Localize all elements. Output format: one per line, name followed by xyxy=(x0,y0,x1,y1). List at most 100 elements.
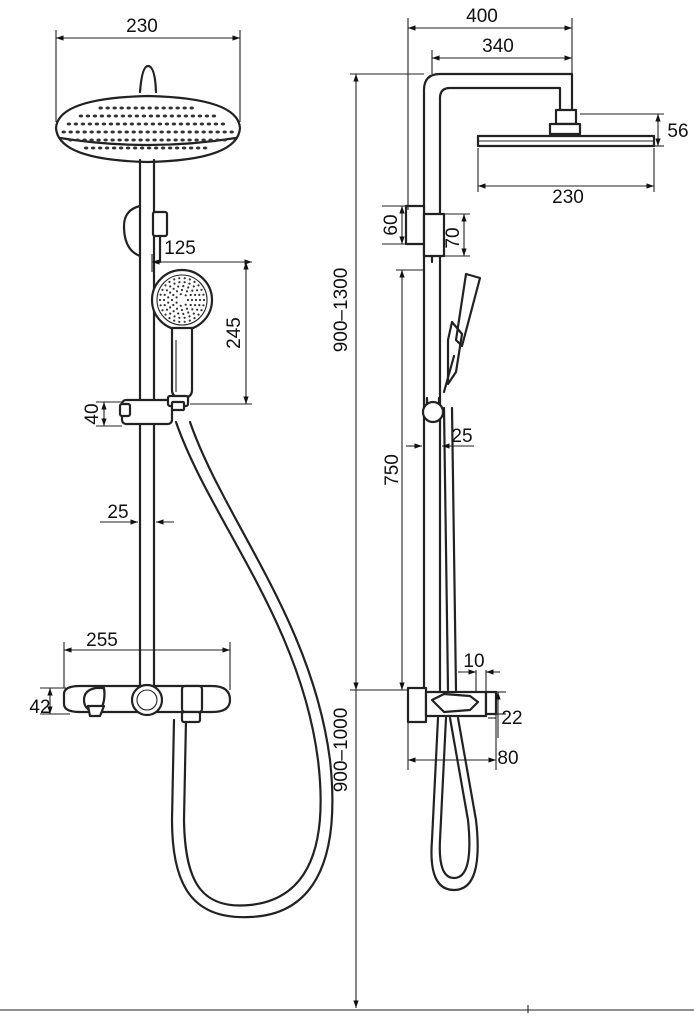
nozzle-dot xyxy=(172,303,175,307)
nozzle-dot xyxy=(173,315,176,318)
nozzle-dot xyxy=(181,146,187,150)
side-slide-bar-label: 750 xyxy=(382,454,403,486)
nozzle-dot xyxy=(179,304,182,307)
nozzle-dot xyxy=(166,130,171,134)
side-head-thickness-dimension: 56 xyxy=(580,113,689,147)
side-valve-offset-label: 10 xyxy=(463,651,484,672)
nozzle-dot xyxy=(139,146,145,150)
nozzle-dot xyxy=(127,114,133,118)
nozzle-dot xyxy=(178,281,181,284)
nozzle-dot xyxy=(183,277,186,280)
nozzle-dot xyxy=(113,114,119,118)
side-arm-reach-label: 340 xyxy=(482,36,514,57)
front-handshower-height-dimension: 245 xyxy=(190,261,252,405)
nozzle-dot xyxy=(169,306,172,309)
side-view: 400 340 56 230 60 xyxy=(0,6,694,1013)
nozzle-dot xyxy=(141,114,147,118)
nozzle-dot xyxy=(197,284,200,287)
nozzle-dot xyxy=(138,130,143,134)
nozzle-dot xyxy=(176,114,182,118)
nozzle-dot xyxy=(172,287,175,290)
side-mixer-floor-height-label: 900–1000 xyxy=(331,708,352,793)
nozzle-dot xyxy=(162,298,166,302)
nozzle-dot xyxy=(89,130,94,134)
nozzle-dot xyxy=(164,313,167,316)
side-arm-reach-dimension: 340 xyxy=(431,36,572,74)
nozzle-dot xyxy=(96,138,101,142)
nozzle-dot xyxy=(188,282,191,285)
nozzle-dot xyxy=(192,122,198,126)
nozzle-dot xyxy=(201,130,206,134)
front-pipe-diameter-dimension: 25 xyxy=(100,502,174,525)
front-handshower-height-label: 245 xyxy=(224,317,245,349)
nozzle-dot xyxy=(169,114,175,118)
side-outlet-height-dimension: 22 xyxy=(488,691,523,738)
nozzle-dot xyxy=(188,278,191,281)
nozzle-dot xyxy=(89,138,94,142)
nozzle-dot xyxy=(161,288,164,291)
nozzle-dot xyxy=(80,122,86,126)
nozzle-dot xyxy=(187,311,190,314)
nozzle-dot xyxy=(175,290,179,293)
nozzle-dot xyxy=(159,138,164,142)
nozzle-dot xyxy=(158,298,162,302)
nozzle-dot xyxy=(183,316,186,319)
nozzle-dot xyxy=(190,114,196,118)
nozzle-dot xyxy=(173,130,178,134)
nozzle-dot xyxy=(104,146,110,150)
nozzle-dot xyxy=(96,130,101,134)
nozzle-dot xyxy=(61,130,66,134)
front-pipe-diameter-label: 25 xyxy=(107,502,128,523)
nozzle-dot xyxy=(182,312,185,315)
nozzle-dot xyxy=(206,122,212,126)
nozzle-dot xyxy=(194,293,197,296)
nozzle-dot xyxy=(85,114,91,118)
nozzle-dot xyxy=(145,138,150,142)
nozzle-dot xyxy=(180,138,185,142)
nozzle-dot xyxy=(112,106,117,110)
nozzle-dot xyxy=(82,130,87,134)
nozzle-dot xyxy=(170,298,174,302)
nozzle-dot xyxy=(198,304,201,307)
nozzle-dot xyxy=(182,285,185,288)
nozzle-dot xyxy=(191,289,194,292)
nozzle-dot xyxy=(196,289,199,292)
nozzle-dot xyxy=(131,130,136,134)
nozzle-dot xyxy=(194,138,199,142)
front-wall-bracket xyxy=(122,204,169,264)
nozzle-dot xyxy=(177,312,180,315)
nozzle-dot xyxy=(172,310,175,313)
side-head-width-label: 230 xyxy=(552,187,584,208)
nozzle-dot xyxy=(178,277,181,280)
side-column-and-arm xyxy=(422,72,574,692)
nozzle-dot xyxy=(97,146,103,150)
front-hose xyxy=(170,420,334,919)
nozzle-dot xyxy=(201,138,206,142)
nozzle-dot xyxy=(87,122,93,126)
front-slider-height-label: 40 xyxy=(82,403,103,424)
nozzle-dot xyxy=(163,304,166,307)
nozzle-dot xyxy=(191,308,194,311)
nozzle-dot xyxy=(175,301,178,304)
nozzle-dot xyxy=(75,138,80,142)
side-pipe-diameter-label: 25 xyxy=(451,426,472,447)
nozzle-dot xyxy=(165,289,168,292)
nozzle-dot xyxy=(222,130,227,134)
side-hand-shower xyxy=(442,272,482,394)
nozzle-dot xyxy=(157,122,163,126)
nozzle-dot xyxy=(192,312,195,315)
nozzle-dot xyxy=(222,138,227,142)
nozzle-dot xyxy=(202,304,205,307)
nozzle-dot xyxy=(146,146,152,150)
front-rain-head xyxy=(54,64,242,164)
nozzle-dot xyxy=(187,138,192,142)
side-column-height-label: 900–1300 xyxy=(331,268,352,353)
nozzle-dot xyxy=(189,106,194,110)
side-bracket-height-label: 60 xyxy=(381,214,402,235)
nozzle-dot xyxy=(153,146,159,150)
nozzle-dot xyxy=(168,317,171,320)
nozzle-dot xyxy=(73,122,79,126)
nozzle-dot xyxy=(115,122,121,126)
nozzle-dot xyxy=(120,114,126,118)
nozzle-dot xyxy=(200,309,203,312)
